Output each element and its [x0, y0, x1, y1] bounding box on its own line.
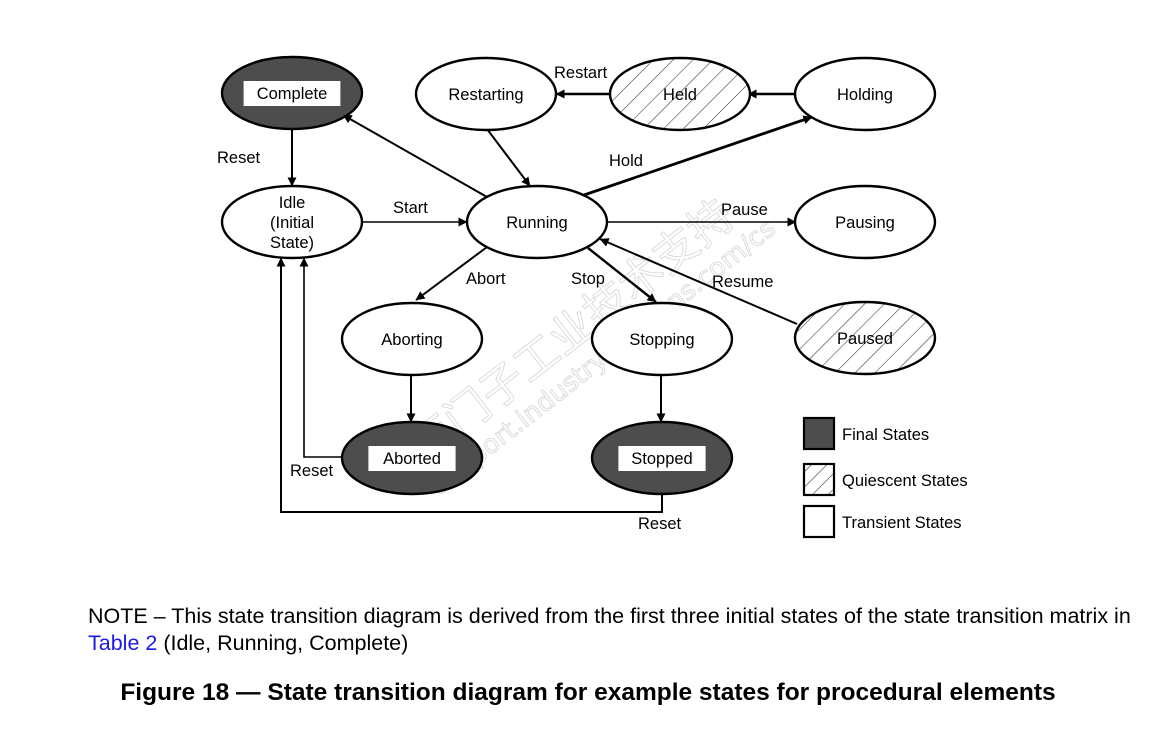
transition-label-reset: Reset — [290, 462, 334, 480]
state-stopping-shape — [590, 301, 734, 377]
note-text-suffix: (Idle, Running, Complete) — [157, 631, 409, 655]
note-text: NOTE – This state transition diagram is … — [88, 604, 1131, 628]
transition-label-hold: Hold — [609, 152, 643, 170]
transition-label-reset: Reset — [217, 149, 261, 167]
legend-label-transient: Transient States — [842, 514, 962, 532]
state-pausing: Pausing — [793, 184, 937, 260]
state-restarting-label: Restarting — [448, 86, 523, 104]
table-2-link[interactable]: Table 2 — [88, 631, 158, 655]
state-aborted-label: Aborted — [383, 450, 441, 468]
state-complete-label: Complete — [257, 85, 328, 103]
transition-label-start: Start — [393, 199, 428, 217]
state-running: Running — [465, 184, 609, 260]
state-stopping: Stopping — [590, 301, 734, 377]
state-complete: Complete — [220, 55, 364, 131]
state-idle-label: State) — [270, 234, 314, 252]
legend-item-transient: Transient States — [802, 504, 962, 539]
state-held: Held — [608, 56, 752, 132]
state-transition-diagram: 西门子工业技术支持support.industry.siemens.com/cs… — [217, 55, 968, 539]
transition-restarting-to-running — [486, 128, 531, 187]
state-stopped: Stopped — [590, 420, 734, 496]
legend-swatch-final — [802, 416, 836, 451]
state-held-shape — [608, 56, 752, 132]
transition-label-stop: Stop — [571, 270, 605, 288]
transition-running-to-complete — [342, 114, 488, 198]
state-aborted: Aborted — [340, 420, 484, 496]
transition-running-to-holding — [583, 115, 813, 197]
state-aborting-shape — [340, 301, 484, 377]
transitions — [276, 89, 813, 513]
transition-running-to-stopping — [587, 247, 657, 303]
transition-paused-to-running — [599, 238, 798, 325]
transition-stopped-to-idle — [276, 257, 663, 513]
state-holding: Holding — [793, 56, 937, 132]
state-aborted-label-box — [368, 446, 456, 471]
state-idle-shape — [220, 184, 364, 260]
legend-swatch-quiescent — [802, 462, 836, 497]
state-restarting-shape — [414, 56, 558, 132]
state-pausing-shape — [793, 184, 937, 260]
state-aborting-label: Aborting — [381, 331, 442, 349]
state-paused-label: Paused — [837, 330, 893, 348]
state-stopping-label: Stopping — [629, 331, 694, 349]
transition-aborted-to-idle — [299, 257, 344, 458]
transition-label-reset: Reset — [638, 515, 682, 533]
transition-running-to-aborting — [415, 246, 488, 301]
state-idle-label: Idle — [279, 194, 306, 212]
state-holding-label: Holding — [837, 86, 893, 104]
transition-label-abort: Abort — [466, 270, 506, 288]
state-stopped-label: Stopped — [631, 450, 692, 468]
figure-caption: Figure 18 — State transition diagram for… — [120, 679, 1056, 706]
legend-item-final: Final States — [802, 416, 929, 451]
state-held-label: Held — [663, 86, 697, 104]
transition-label-restart: Restart — [554, 64, 608, 82]
figure-note: NOTE – This state transition diagram is … — [88, 603, 1148, 657]
transition-label-pause: Pause — [721, 201, 768, 219]
legend-label-quiescent: Quiescent States — [842, 472, 968, 490]
state-stopped-label-box — [618, 446, 706, 471]
state-complete-label-box — [243, 81, 341, 106]
state-restarting: Restarting — [414, 56, 558, 132]
state-pausing-label: Pausing — [835, 214, 895, 232]
legend-swatch-transient — [802, 504, 836, 539]
state-holding-shape — [793, 56, 937, 132]
state-running-label: Running — [506, 214, 567, 232]
state-paused-shape — [793, 300, 937, 376]
state-paused: Paused — [793, 300, 937, 376]
legend-label-final: Final States — [842, 426, 929, 444]
state-idle-label: (Initial — [270, 214, 314, 232]
transition-label-resume: Resume — [712, 273, 773, 291]
legend-item-quiescent: Quiescent States — [802, 462, 968, 497]
state-running-shape — [465, 184, 609, 260]
state-aborting: Aborting — [340, 301, 484, 377]
